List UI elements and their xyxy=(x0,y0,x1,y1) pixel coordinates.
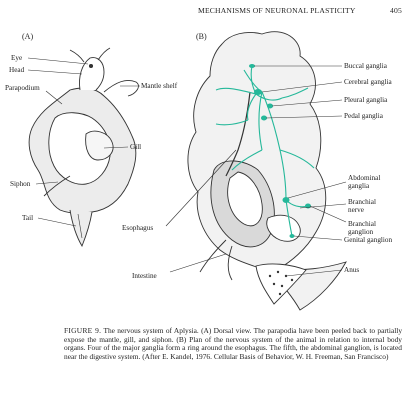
label-eye: Eye xyxy=(11,54,22,62)
label-buccal-ganglia: Buccal ganglia xyxy=(344,62,387,70)
panel-a-tentacle-right xyxy=(98,48,110,60)
label-genital-ganglion: Genital ganglion xyxy=(344,236,392,244)
label-intestine: Intestine xyxy=(132,272,157,280)
panel-a-tentacle-left xyxy=(70,50,84,62)
label-head: Head xyxy=(9,66,24,74)
label-esophagus: Esophagus xyxy=(122,224,153,232)
caption-line-6: W. H. Freeman, San Francisco) xyxy=(296,352,389,361)
genital-ganglion xyxy=(290,234,295,238)
label-branchial-nerve: Branchial nerve xyxy=(348,198,376,214)
label-pleural-ganglia: Pleural ganglia xyxy=(344,96,387,104)
label-mantle-shelf: Mantle shelf xyxy=(141,82,177,90)
label-parapodium: Parapodium xyxy=(5,84,40,92)
label-pedal-ganglia: Pedal ganglia xyxy=(344,112,383,120)
panel-a-eye xyxy=(89,64,92,67)
label-abdominal-ganglia: Abdominal ganglia xyxy=(348,174,380,190)
label-cerebral-ganglia: Cerebral ganglia xyxy=(344,78,392,86)
panel-a-label: (A) xyxy=(22,32,33,41)
label-branchial-ganglion: Branchial ganglion xyxy=(348,220,376,236)
panel-a-mantle-shelf xyxy=(104,80,138,96)
label-anus: Anus xyxy=(344,266,359,274)
label-tail: Tail xyxy=(22,214,33,222)
label-siphon: Siphon xyxy=(10,180,30,188)
figure-caption: FIGURE 9. The nervous system of Aplysia.… xyxy=(64,327,402,361)
panel-a-tail xyxy=(70,210,92,246)
panel-b-label: (B) xyxy=(196,32,207,41)
panel-a-head xyxy=(79,58,104,90)
label-gill: Gill xyxy=(130,143,141,151)
cerebral-ganglion xyxy=(254,89,262,95)
